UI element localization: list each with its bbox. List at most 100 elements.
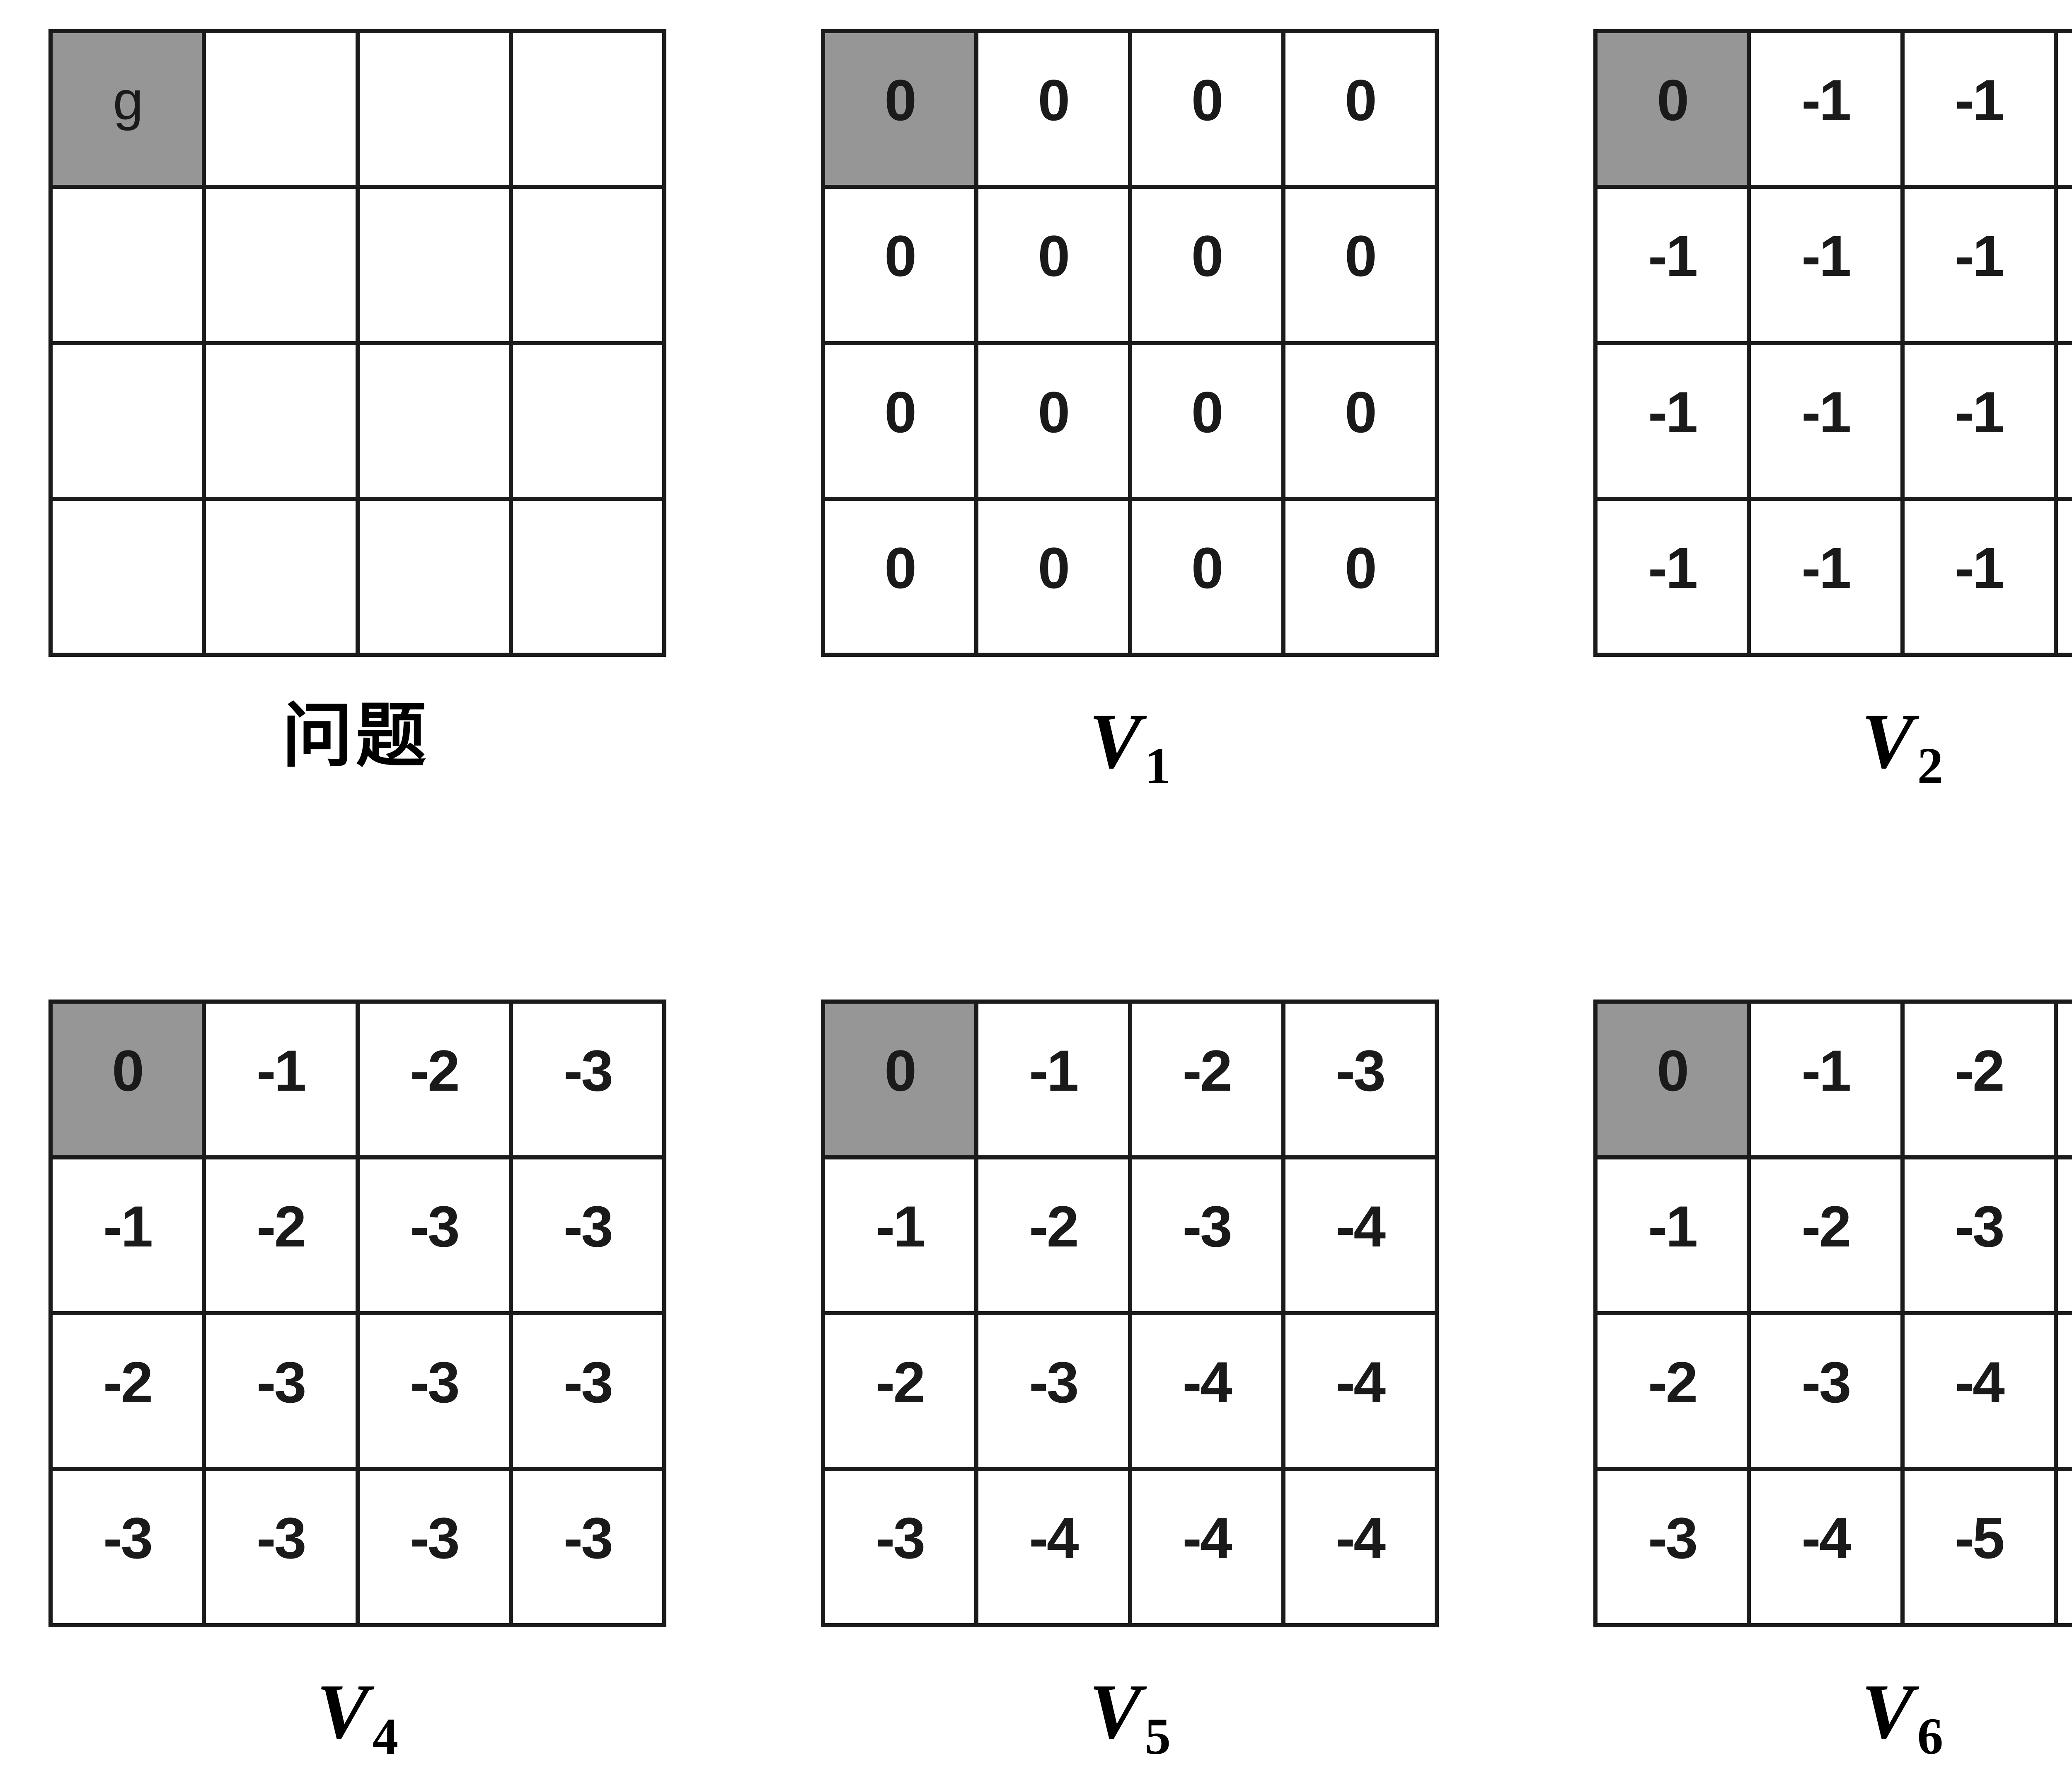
grid-figure-v4: 0-1-2-3-1-2-3-3-2-3-3-3-3-3-3-3 V4 (48, 999, 666, 1765)
grid-cell: 0 (1283, 499, 1437, 655)
grid-label-v6: V6 (1861, 1667, 1943, 1765)
grid-figure-problem: g 问题 (48, 29, 666, 787)
grid-cell: 0 (823, 499, 977, 655)
grid-cell (357, 343, 511, 499)
grid-figure-v2: 0-1-1-1-1-1-1-1-1-1-1-1-1-1-1-1 V2 (1593, 29, 2072, 795)
grid-label-subscript: 4 (372, 1708, 399, 1765)
grid-cell: -2 (51, 1313, 204, 1469)
grid-cell: -4 (1749, 1469, 1903, 1625)
grid-cell (511, 31, 664, 187)
grid-cell (51, 343, 204, 499)
grid-cell: -2 (1130, 1001, 1283, 1157)
goal-cell: 0 (823, 31, 977, 187)
grid-cell: 0 (976, 31, 1130, 187)
grid-cell: -1 (1902, 499, 2056, 655)
grid-cell (511, 499, 664, 655)
grid-cell: -1 (2055, 499, 2072, 655)
grid-label-v4: V4 (316, 1667, 398, 1765)
grid-cell: -1 (1902, 31, 2056, 187)
grid-cell: -3 (357, 1469, 511, 1625)
grid-cell: 0 (976, 343, 1130, 499)
grid-label-main: V (1089, 1668, 1142, 1755)
grid-cell: -1 (1595, 343, 1749, 499)
grid-cell: -2 (204, 1157, 358, 1313)
grid-cell: -3 (1902, 1157, 2056, 1313)
grid-label-v1: V1 (1089, 696, 1171, 795)
grid-cell: -1 (1749, 1001, 1903, 1157)
grid-cell: -1 (204, 1001, 358, 1157)
grid-cell: 0 (976, 499, 1130, 655)
value-grid-v5: 0-1-2-3-1-2-3-4-2-3-4-4-3-4-4-4 (821, 999, 1439, 1627)
grid-cell: 0 (1283, 31, 1437, 187)
grid-cell (511, 343, 664, 499)
grid-cell: -3 (204, 1469, 358, 1625)
grid-cell: 0 (1130, 343, 1283, 499)
grid-cell: 0 (1130, 31, 1283, 187)
grid-cell: -5 (2055, 1313, 2072, 1469)
grid-cell: -4 (1283, 1313, 1437, 1469)
grid-cell: 0 (1130, 187, 1283, 343)
grid-cell: -1 (1902, 187, 2056, 343)
goal-cell: 0 (823, 1001, 977, 1157)
grid-cell: -3 (51, 1469, 204, 1625)
value-grid-v4: 0-1-2-3-1-2-3-3-2-3-3-3-3-3-3-3 (48, 999, 666, 1627)
grid-cell: -2 (823, 1313, 977, 1469)
grid-cell: -3 (204, 1313, 358, 1469)
grid-cell: -2 (1749, 1157, 1903, 1313)
grid-label-main: V (1089, 698, 1142, 785)
grid-cell (357, 499, 511, 655)
grid-label-v2: V2 (1861, 696, 1943, 795)
grid-cell (204, 343, 358, 499)
grid-cell: -1 (51, 1157, 204, 1313)
grid-row-bottom: 0-1-2-3-1-2-3-3-2-3-3-3-3-3-3-3 V4 0-1-2… (48, 999, 2072, 1765)
goal-cell: g (51, 31, 204, 187)
grid-cell: -1 (1749, 499, 1903, 655)
grid-cell (357, 31, 511, 187)
grid-cell: -1 (823, 1157, 977, 1313)
grid-cell: -1 (2055, 343, 2072, 499)
grid-cell: 0 (1283, 343, 1437, 499)
grid-cell (51, 499, 204, 655)
grid-cell: -4 (1283, 1469, 1437, 1625)
grid-cell: -1 (2055, 187, 2072, 343)
grid-label-main: V (1861, 1668, 1914, 1755)
grid-cell: -1 (2055, 31, 2072, 187)
grid-cell (204, 187, 358, 343)
grid-cell: -2 (1595, 1313, 1749, 1469)
grid-cell: -4 (1130, 1469, 1283, 1625)
grid-cell: -5 (1902, 1469, 2056, 1625)
grid-label-subscript: 5 (1145, 1708, 1171, 1765)
grid-cell: -1 (1595, 1157, 1749, 1313)
goal-cell: 0 (1595, 31, 1749, 187)
grid-cell: -3 (511, 1469, 664, 1625)
grid-cell: -2 (1902, 1001, 2056, 1157)
grid-cell (204, 499, 358, 655)
grid-cell: -2 (976, 1157, 1130, 1313)
value-grid-v2: 0-1-1-1-1-1-1-1-1-1-1-1-1-1-1-1 (1593, 29, 2072, 657)
grid-cell: -4 (2055, 1157, 2072, 1313)
grid-cell: 0 (823, 343, 977, 499)
grid-label-subscript: 2 (1917, 738, 1944, 795)
grid-cell: 0 (1130, 499, 1283, 655)
grid-label-main: 问题 (282, 697, 430, 775)
grid-label-main: V (316, 1668, 369, 1755)
grid-label-subscript: 1 (1145, 738, 1171, 795)
grid-cell: -3 (511, 1157, 664, 1313)
grid-cell: -1 (1595, 187, 1749, 343)
grid-cell: 0 (976, 187, 1130, 343)
grid-cell: -4 (976, 1469, 1130, 1625)
grid-cell: -4 (1130, 1313, 1283, 1469)
grid-cell (357, 187, 511, 343)
grid-cell: -3 (823, 1469, 977, 1625)
grid-cell: -1 (1902, 343, 2056, 499)
grid-cell: -5 (2055, 1469, 2072, 1625)
grid-cell (204, 31, 358, 187)
grid-cell: -3 (357, 1157, 511, 1313)
grid-cell (51, 187, 204, 343)
grid-cell: -3 (1130, 1157, 1283, 1313)
grid-label-subscript: 6 (1917, 1708, 1944, 1765)
grid-cell: 0 (1283, 187, 1437, 343)
goal-cell: 0 (51, 1001, 204, 1157)
grid-label-v5: V5 (1089, 1667, 1171, 1765)
